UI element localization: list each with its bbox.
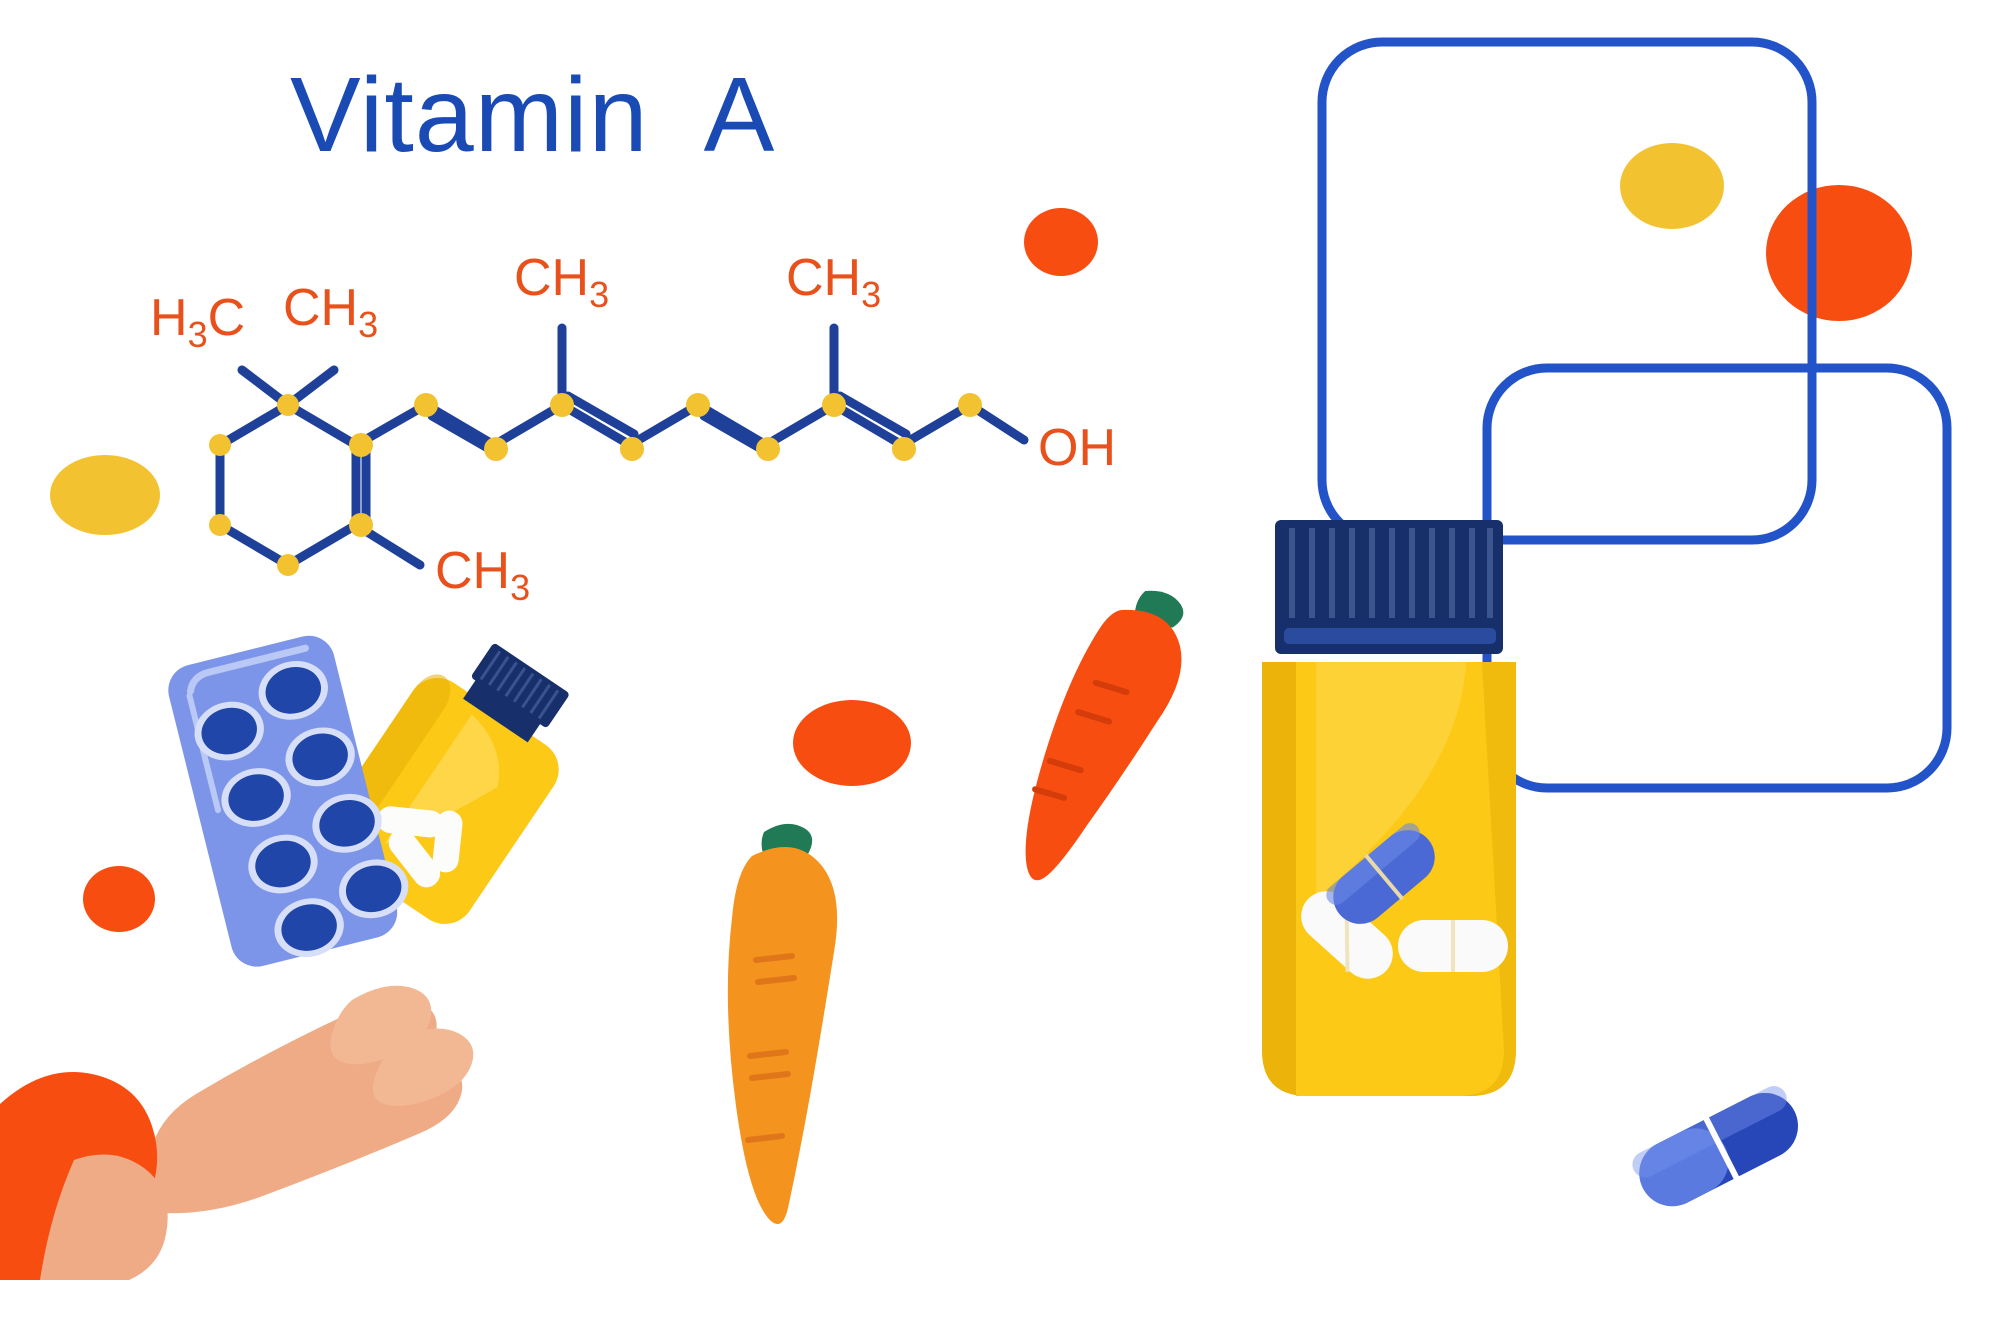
label-oh: OH [1038,419,1116,477]
orange-blob-top [1024,208,1098,276]
big-bottle-cap-band [1284,628,1496,644]
carrot-right [1025,590,1184,881]
small-bottle-cap-ridges [479,650,560,720]
molecule-bonds [215,323,1029,570]
hand-holding-items [0,985,474,1280]
page-title: Vitamin A [290,56,776,174]
small-bottle-pills [377,806,463,888]
carrot-left-body [727,847,838,1225]
retinol-molecule-diagram [209,323,1029,576]
big-bottle-body-shade-right [1458,662,1516,1096]
carrot-left [727,823,838,1225]
label-ch3-ring: CH3 [283,279,378,345]
big-yellow-bottle [1262,520,1516,1096]
label-h3c: H3C [150,289,245,355]
small-bottle-cap [471,643,569,728]
big-bottle-contents [1301,823,1508,979]
carrot-right-body [1025,609,1182,881]
blister-pack-pills [194,660,409,957]
orange-blob-small-left [83,866,155,932]
blister-pack-highlight [186,644,309,695]
yellow-blob-left [50,455,160,535]
molecule-labels: H3C CH3 CH3 CH3 CH3 OH [150,249,1116,608]
capsule-white-2 [1398,920,1508,972]
big-bottle-body-shade-left [1262,662,1308,1096]
big-bottle-highlight [1316,662,1466,898]
orange-blob-topright [1766,185,1912,321]
capsule-blue [1326,823,1435,924]
label-ch3-chain-2: CH3 [786,249,881,315]
blister-pack [168,635,409,967]
label-ch3-chain-1: CH3 [514,249,609,315]
hand-wrist [40,1154,168,1280]
orange-blob-mid [793,700,911,786]
label-ch3-bottom: CH3 [435,542,530,608]
carrot-left-lines [745,953,797,1143]
carrot-right-lines [1032,679,1130,801]
blue-rounded-frame-top [1317,37,1817,545]
yellow-blob-topright [1620,143,1724,229]
hand-finger [372,1028,474,1106]
loose-blue-capsule [1632,1086,1798,1207]
big-bottle-cap-ridges [1289,528,1493,618]
molecule-vertices [209,393,982,576]
